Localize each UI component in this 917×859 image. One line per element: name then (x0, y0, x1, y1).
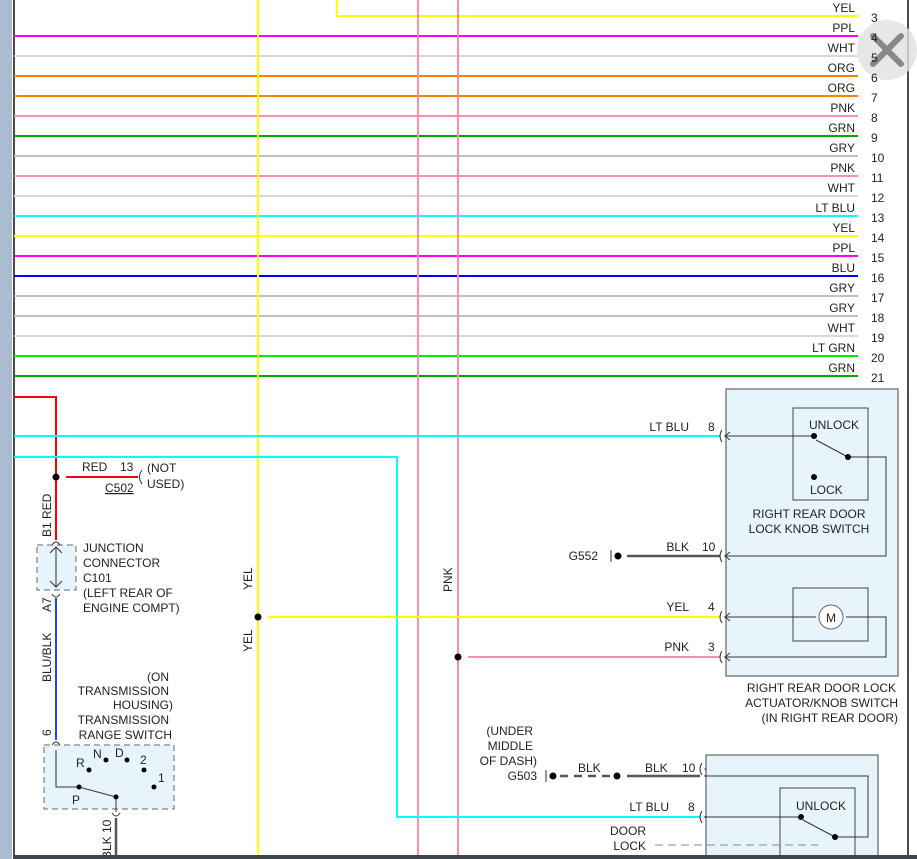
label-yel-vertical-1: YEL (241, 567, 255, 590)
pin-10-lower: 10 (682, 761, 696, 775)
wire-bus (14, 15, 858, 377)
label-lock: LOCK (810, 483, 843, 497)
label-unlock-lower: UNLOCK (796, 799, 846, 813)
label-blk-dashed: BLK (578, 761, 601, 775)
motor-box (792, 587, 869, 642)
pin-3: 3 (708, 640, 715, 654)
svg-text:RANGE SWITCH: RANGE SWITCH (79, 728, 172, 742)
svg-text:G503: G503 (508, 769, 538, 783)
svg-text:HOUSING): HOUSING) (113, 698, 173, 712)
svg-text:D: D (115, 746, 124, 760)
transmission-range-switch (43, 744, 175, 810)
wire-red (14, 396, 57, 540)
pin-13: 13 (120, 460, 134, 474)
knob-switch-label: RIGHT REAR DOOR (752, 507, 865, 521)
gear-positions: RN D 2 1P (72, 746, 165, 807)
label-red: RED (82, 460, 108, 474)
switch-blade (815, 439, 849, 458)
close-button[interactable] (857, 20, 917, 80)
label-not-used: (NOT (147, 461, 177, 475)
svg-text:(LEFT REAR OF: (LEFT REAR OF (83, 586, 173, 600)
svg-text:RIGHT REAR DOOR LOCK: RIGHT REAR DOOR LOCK (747, 681, 896, 695)
connector-c502 (139, 469, 143, 485)
label-door-lock-2: LOCK (613, 839, 646, 853)
svg-text:(ON: (ON (147, 670, 169, 684)
label-yel-vertical-2: YEL (241, 629, 255, 652)
pin-8-lower: 8 (688, 800, 695, 814)
svg-text:C101: C101 (83, 571, 112, 585)
svg-text:N: N (93, 747, 102, 761)
label-blk: BLK (666, 540, 689, 554)
svg-text:P: P (72, 793, 80, 807)
label-yel: YEL (666, 600, 689, 614)
label-lt-blu: LT BLU (649, 420, 689, 434)
label-door-lock: DOOR (610, 824, 646, 838)
label-not-used-2: USED) (147, 477, 184, 491)
label-blk-vertical: BLK (100, 836, 114, 859)
label-blu-blk: BLU/BLK (40, 633, 54, 682)
label-lt-blu-lower: LT BLU (629, 800, 669, 814)
svg-text:JUNCTION: JUNCTION (83, 541, 144, 555)
svg-text:OF DASH): OF DASH) (480, 754, 537, 768)
wire-ltblu-2 (14, 456, 700, 818)
pin-10: 10 (100, 819, 114, 833)
pin-4: 4 (708, 600, 715, 614)
label-c502: C502 (105, 481, 134, 495)
bottom-bar (14, 855, 917, 859)
label-g552: G552 (569, 549, 599, 563)
jc-arrows (49, 546, 63, 588)
svg-text:ACTUATOR/KNOB SWITCH: ACTUATOR/KNOB SWITCH (745, 696, 898, 710)
rr-knob-switch-box (792, 407, 869, 501)
svg-text:R: R (76, 756, 85, 770)
svg-text:TRANSMISSION: TRANSMISSION (78, 713, 169, 727)
svg-text:1: 1 (158, 771, 165, 785)
motor-icon (818, 604, 844, 630)
svg-text:(IN RIGHT REAR DOOR): (IN RIGHT REAR DOOR) (762, 711, 898, 725)
lf-switch-box (779, 787, 856, 859)
label-blk-g503: BLK (645, 761, 668, 775)
close-icon (870, 33, 904, 67)
motor-label: M (826, 611, 836, 625)
page-edge (0, 0, 12, 859)
label-a7: A7 (40, 597, 54, 612)
svg-text:TRANSMISSION: TRANSMISSION (78, 684, 169, 698)
knob-switch-label-2: LOCK KNOB SWITCH (749, 522, 870, 536)
label-b1-red: B1 RED (40, 493, 54, 537)
pin-8: 8 (708, 420, 715, 434)
splice-dot-pnk (454, 653, 462, 661)
svg-text:CONNECTOR: CONNECTOR (83, 556, 160, 570)
svg-text:2: 2 (140, 753, 147, 767)
svg-text:(UNDER: (UNDER (486, 724, 533, 738)
trs-positions (76, 757, 157, 800)
splice-dot (52, 473, 60, 481)
label-pnk: PNK (664, 640, 689, 654)
svg-text:ENGINE COMPT): ENGINE COMPT) (83, 601, 180, 615)
label-unlock: UNLOCK (809, 418, 859, 432)
splice-dot-yel (254, 613, 262, 621)
pin-10-rr: 10 (702, 540, 716, 554)
label-pnk-vertical: PNK (441, 567, 455, 592)
svg-text:MIDDLE: MIDDLE (488, 739, 533, 753)
pin-6: 6 (40, 729, 54, 736)
